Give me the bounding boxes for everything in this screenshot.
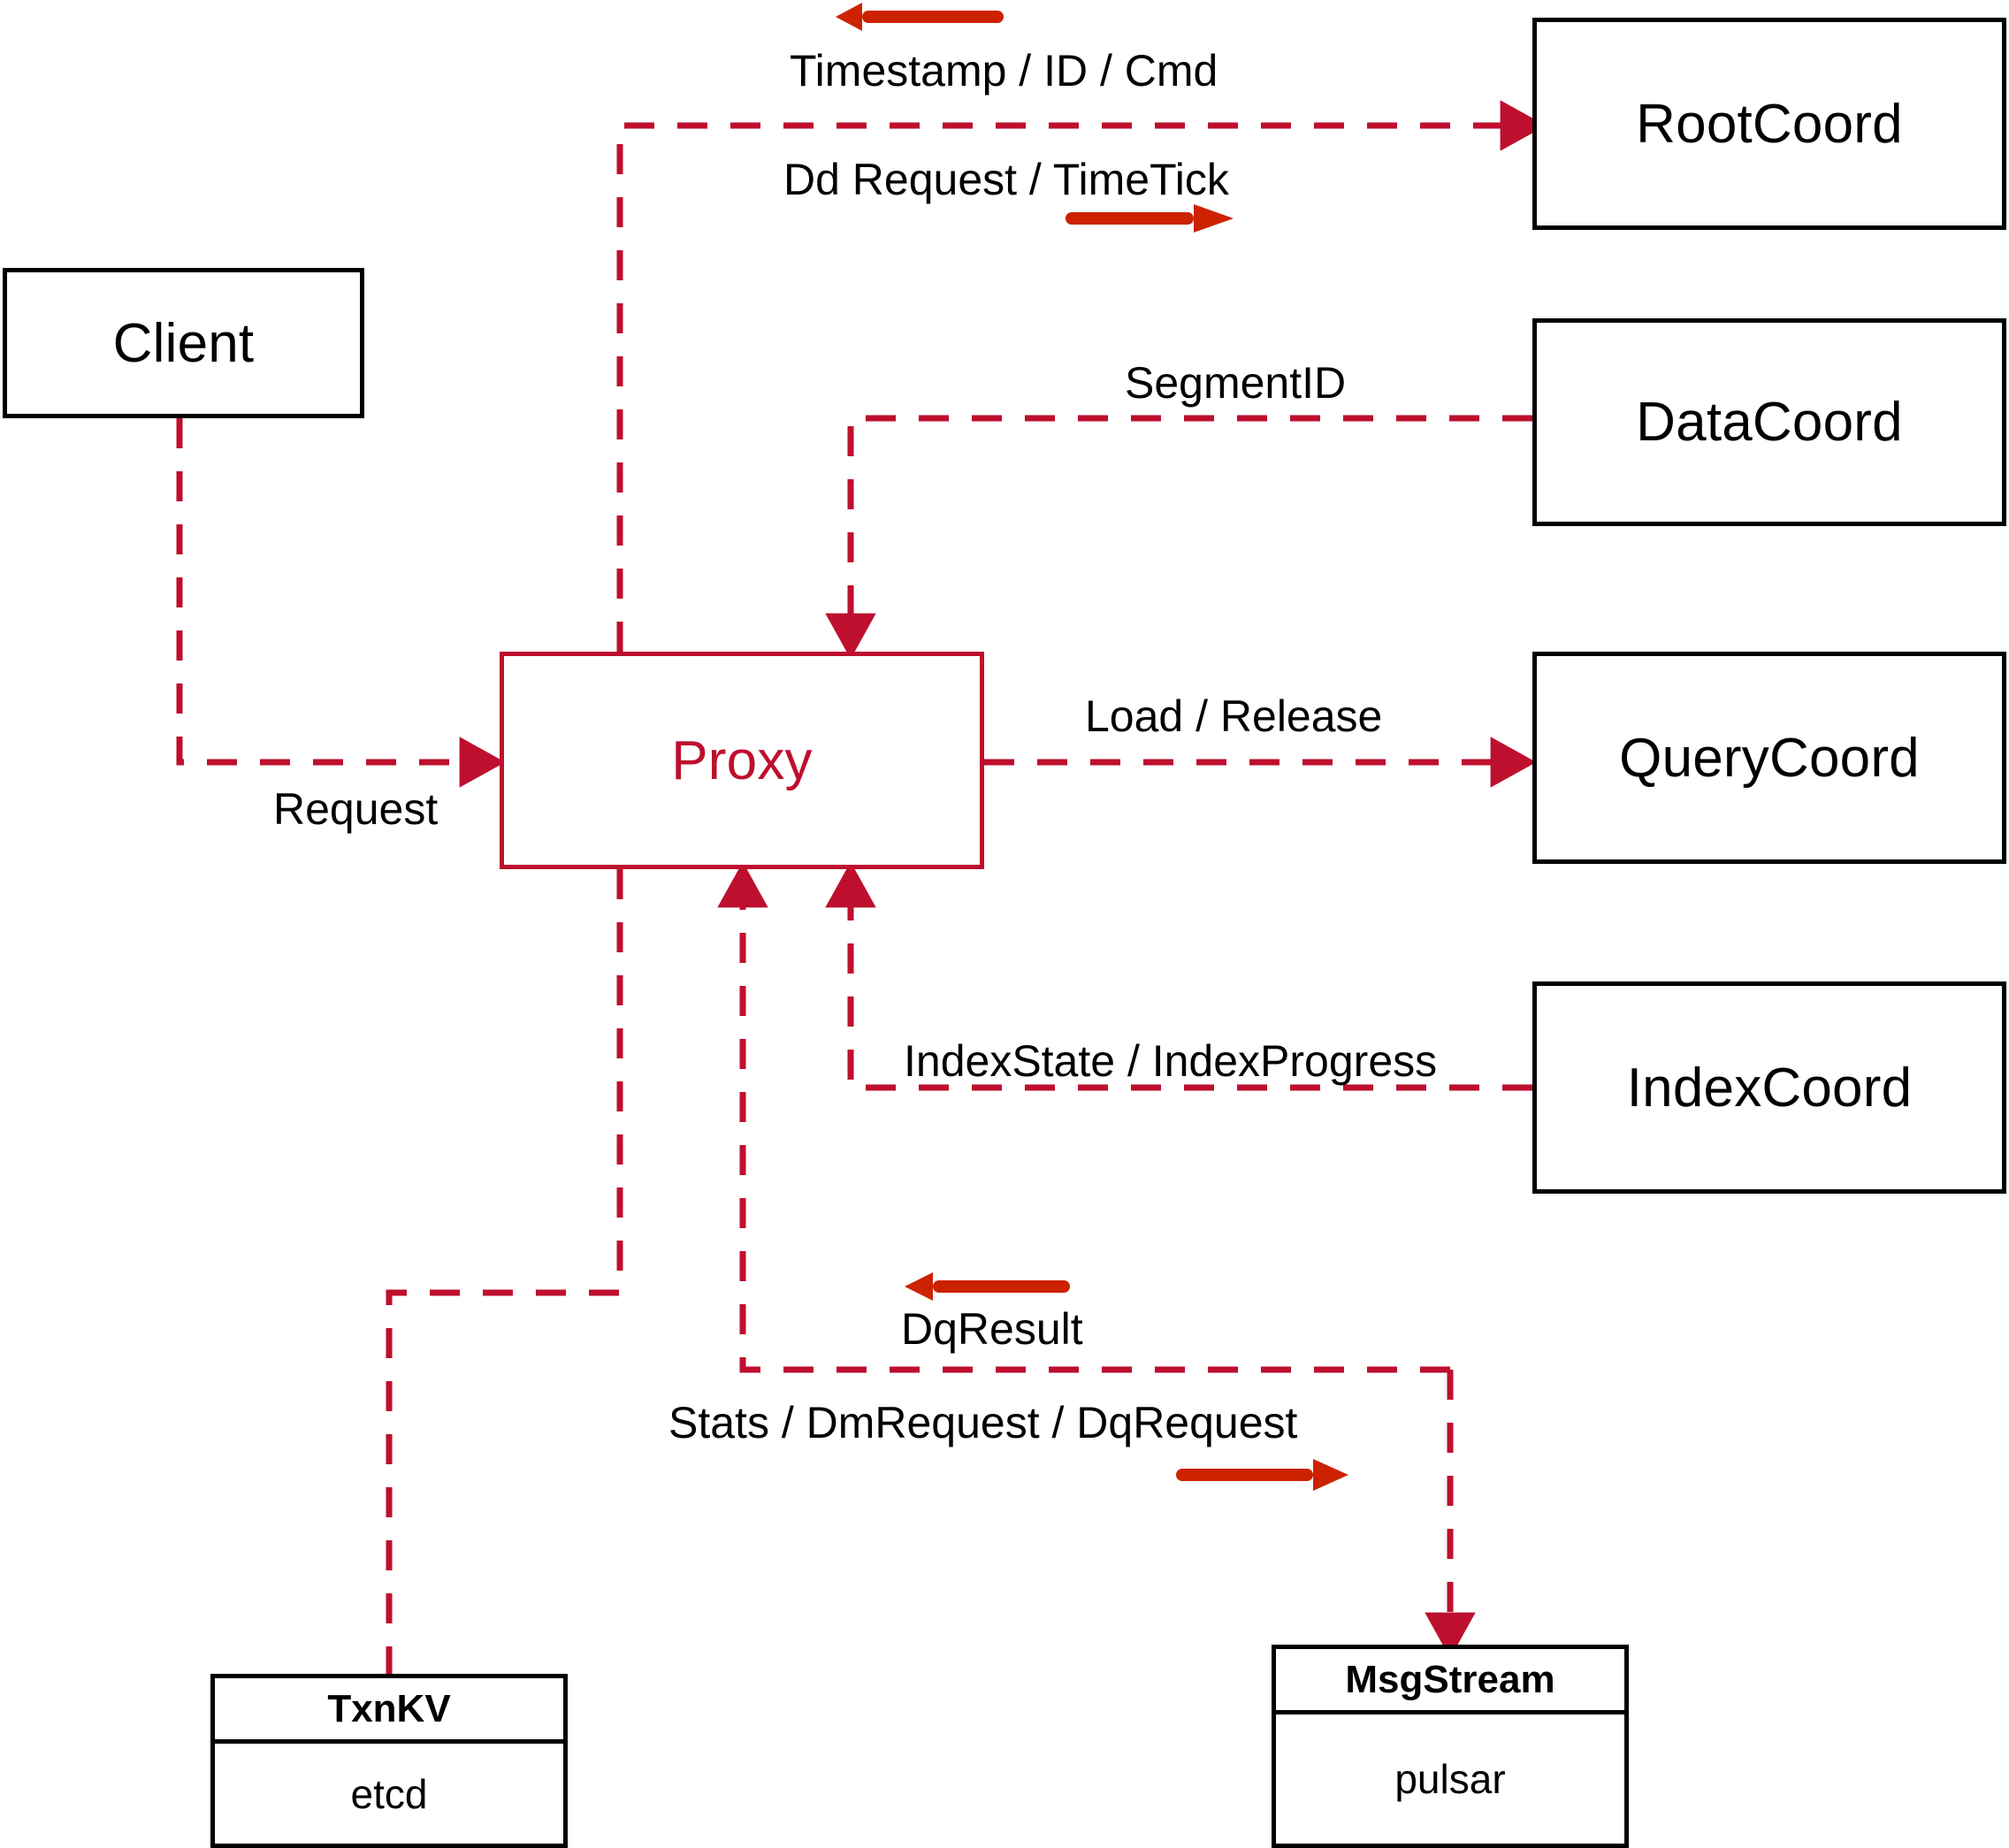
node-txnkv-body: etcd — [350, 1770, 428, 1817]
edge-label-load-release: Load / Release — [1085, 691, 1383, 741]
edge-label-request: Request — [273, 784, 439, 834]
node-msgstream-body: pulsar — [1394, 1756, 1506, 1802]
edge-label-segment-id: SegmentID — [1125, 358, 1347, 408]
dd-request-timetick-direction-arrow — [1066, 204, 1234, 233]
node-querycoord-label: QueryCoord — [1619, 727, 1920, 789]
stats-dm-dq-request-direction-arrow — [1176, 1459, 1348, 1491]
edge-client-to-proxy — [176, 418, 506, 788]
node-proxy-label: Proxy — [671, 729, 813, 791]
node-msgstream-header: MsgStream — [1276, 1649, 1624, 1714]
node-msgstream[interactable]: MsgStream pulsar — [1272, 1645, 1629, 1848]
timestamp-id-cmd-direction-arrow — [836, 3, 1004, 31]
dq-result-direction-arrow — [905, 1272, 1070, 1301]
node-txnkv[interactable]: TxnKV etcd — [210, 1674, 568, 1848]
node-proxy[interactable]: Proxy — [500, 652, 984, 869]
node-datacoord-label: DataCoord — [1636, 392, 1903, 453]
edge-label-stats-dm-dq-request: Stats / DmRequest / DqRequest — [668, 1398, 1298, 1447]
node-datacoord[interactable]: DataCoord — [1532, 318, 2006, 526]
edge-label-dd-request-timetick: Dd Request / TimeTick — [783, 155, 1229, 204]
edge-msgstream-to-proxy — [717, 861, 1450, 1373]
edge-proxy-to-txnkv — [386, 869, 623, 1676]
edge-label-dq-result: DqResult — [901, 1304, 1083, 1354]
edge-label-index-state-progress: IndexState / IndexProgress — [904, 1036, 1438, 1086]
node-indexcoord-label: IndexCoord — [1626, 1057, 1913, 1119]
node-querycoord[interactable]: QueryCoord — [1532, 652, 2006, 864]
edge-datacoord-to-proxy — [825, 415, 1532, 660]
node-txnkv-header: TxnKV — [215, 1678, 563, 1744]
node-indexcoord[interactable]: IndexCoord — [1532, 981, 2006, 1194]
edge-label-timestamp-id-cmd: Timestamp / ID / Cmd — [790, 46, 1218, 95]
node-client-label: Client — [112, 312, 255, 374]
node-rootcoord-label: RootCoord — [1636, 93, 1903, 155]
node-client[interactable]: Client — [3, 268, 364, 418]
node-rootcoord[interactable]: RootCoord — [1532, 18, 2006, 230]
edge-proxy-to-rootcoord — [616, 100, 1547, 652]
